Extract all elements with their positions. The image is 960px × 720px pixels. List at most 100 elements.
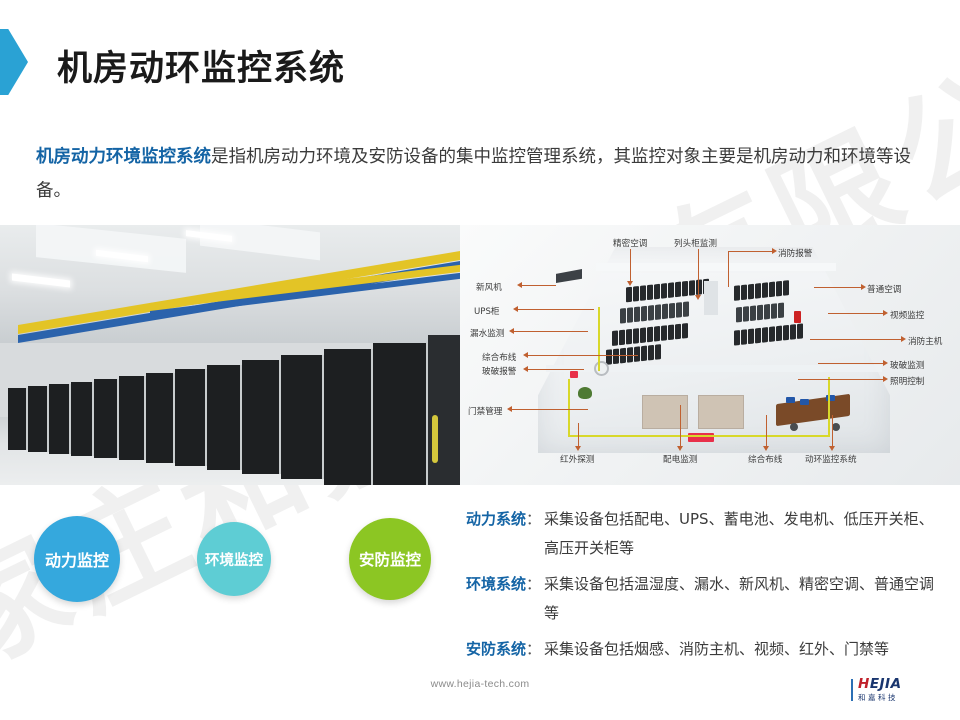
leader-arrow-left-icon	[513, 306, 518, 312]
datacenter-photo	[0, 225, 460, 485]
leader-line	[510, 409, 588, 410]
photo-rack	[49, 384, 71, 454]
bullet-text: 采集设备包括烟感、消防主机、视频、红外、门禁等	[544, 640, 890, 658]
logo-text: HEJIA 和嘉科技	[858, 676, 902, 702]
photo-cable-bundle	[432, 415, 438, 463]
leader-arrow-down-icon	[627, 281, 633, 286]
leader-arrow-down-icon	[677, 446, 683, 451]
diagram-entrance-mat	[688, 433, 714, 442]
page-title: 机房动环监控系统	[57, 49, 346, 89]
leader-line	[828, 313, 884, 314]
diagram-monitor	[800, 399, 809, 405]
diagram-plant	[578, 387, 592, 399]
circle-badge-environment[interactable]: 环境监控	[197, 522, 271, 596]
leader-line	[814, 287, 862, 288]
leader-arrow-down-icon	[695, 295, 701, 300]
intro-paragraph: 机房动力环境监控系统是指机房动力环境及安防设备的集中监控管理系统，其监控对象主要…	[36, 140, 936, 208]
diagram-cable-path	[568, 435, 830, 437]
photo-rack	[207, 365, 242, 470]
leader-line	[810, 339, 902, 340]
leader-line	[728, 251, 729, 287]
leader-arrow-right-icon	[883, 376, 888, 382]
leader-arrow-left-icon	[507, 406, 512, 412]
leader-line	[526, 369, 584, 370]
leader-arrow-down-icon	[763, 446, 769, 451]
diagram-label-right-3: 玻破监测	[890, 361, 925, 371]
logo-subtitle: 和嘉科技	[858, 692, 898, 702]
list-item: 动力系统 ： 采集设备包括配电、UPS、蓄电池、发电机、低压开关柜、高压开关柜等	[466, 505, 946, 563]
diagram-precision-ac-unit	[704, 281, 718, 315]
diagram-label-left-4: 玻破报警	[482, 367, 517, 377]
diagram-label-right-4: 照明控制	[890, 377, 925, 387]
diagram-label-top-1: 列头柜监测	[674, 239, 717, 249]
circle-label: 动力监控	[44, 551, 109, 570]
footer-url[interactable]: www.hejia-tech.com	[430, 678, 530, 690]
diagram-corridor	[546, 365, 882, 372]
circle-label: 环境监控	[205, 552, 263, 569]
logo-wordmark: HEJIA	[858, 676, 902, 692]
intro-rest: 是指机房动力环境及安防设备的集中监控管理系统，其监控对象主要是机房动力和环境等设…	[36, 147, 911, 201]
diagram-fresh-air-fan-unit	[556, 269, 582, 283]
leader-arrow-left-icon	[517, 282, 522, 288]
diagram-monitor	[786, 397, 795, 403]
bullet-text: 采集设备包括配电、UPS、蓄电池、发电机、低压开关柜、高压开关柜等	[544, 510, 934, 557]
system-diagram: 精密空调 列头柜监测 消防报警 新风机 UPS柜 漏水监测 综合布线 玻破报警 …	[460, 225, 960, 485]
intro-highlight: 机房动力环境监控系统	[36, 147, 211, 167]
diagram-monitor	[826, 395, 835, 401]
leader-arrow-right-icon	[772, 248, 777, 254]
leader-arrow-right-icon	[883, 310, 888, 316]
photo-rack	[8, 388, 28, 450]
leader-arrow-down-icon	[575, 446, 581, 451]
leader-arrow-right-icon	[901, 336, 906, 342]
diagram-ceiling-beam	[596, 263, 836, 271]
diagram-label-bottom-1: 配电监测	[663, 455, 698, 465]
diagram-label-right-2: 消防主机	[908, 337, 943, 347]
logo-accent-letter: H	[858, 676, 870, 692]
circle-badge-security[interactable]: 安防监控	[349, 518, 431, 600]
photo-rack-row	[0, 335, 460, 485]
leader-arrow-left-icon	[523, 352, 528, 358]
bullet-label: 动力系统	[466, 510, 527, 528]
leader-arrow-down-icon	[829, 446, 835, 451]
leader-line	[630, 249, 631, 281]
title-chevron-icon	[0, 29, 28, 95]
diagram-label-left-5: 门禁管理	[468, 407, 503, 417]
leader-line	[728, 251, 774, 252]
system-description-list: 动力系统 ： 采集设备包括配电、UPS、蓄电池、发电机、低压开关柜、高压开关柜等…	[466, 505, 946, 671]
diagram-label-bottom-2: 综合布线	[748, 455, 783, 465]
leader-line	[516, 309, 594, 310]
leader-line	[818, 363, 884, 364]
photo-rack	[175, 369, 207, 466]
leader-arrow-left-icon	[509, 328, 514, 334]
leader-line	[832, 415, 833, 447]
diagram-label-right-1: 视频监控	[890, 311, 925, 321]
diagram-label-left-3: 综合布线	[482, 353, 517, 363]
circle-badge-power[interactable]: 动力监控	[34, 516, 120, 602]
diagram-label-bottom-0: 红外探测	[560, 455, 595, 465]
leader-line	[512, 331, 588, 332]
leader-line	[520, 285, 556, 286]
leader-line	[766, 415, 767, 447]
logo-rest-letters: EJIA	[869, 676, 902, 692]
diagram-label-left-0: 新风机	[476, 283, 502, 293]
leader-line	[680, 405, 681, 447]
leader-arrow-right-icon	[883, 360, 888, 366]
photo-rack	[242, 360, 281, 474]
photo-rack	[281, 355, 324, 479]
diagram-chair	[790, 423, 798, 431]
diagram-room	[538, 247, 890, 453]
diagram-alarm-device	[570, 371, 578, 378]
diagram-label-bottom-3: 动环监控系统	[805, 455, 857, 465]
company-logo: HEJIA 和嘉科技	[851, 676, 902, 702]
photo-rack	[94, 379, 119, 458]
bullet-label: 安防系统	[466, 640, 527, 658]
bullet-text: 采集设备包括温湿度、漏水、新风机、精密空调、普通空调等	[544, 575, 935, 622]
bullet-colon: ：	[526, 575, 542, 593]
logo-divider-icon	[851, 678, 853, 701]
circle-label: 安防监控	[358, 551, 421, 569]
leader-arrow-left-icon	[523, 366, 528, 372]
diagram-label-left-1: UPS柜	[474, 307, 500, 317]
photo-rack	[71, 382, 94, 456]
leader-arrow-right-icon	[861, 284, 866, 290]
